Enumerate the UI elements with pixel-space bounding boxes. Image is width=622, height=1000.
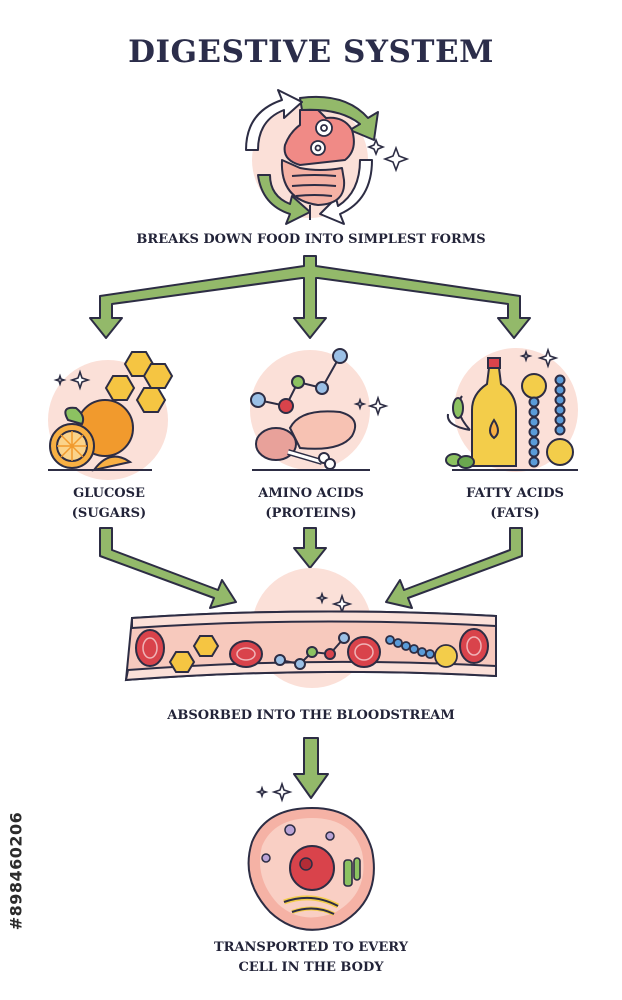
- amino-name: AMINO ACIDS: [258, 486, 364, 501]
- glucose-type: (SUGARS): [71, 506, 147, 521]
- amino-acids-icon: [250, 348, 389, 471]
- fatty-name: FATTY ACIDS: [466, 486, 564, 501]
- stock-id: #898460206: [6, 811, 26, 930]
- sparkle-icon: [353, 395, 389, 417]
- glucose-label: GLUCOSE (SUGARS): [36, 484, 182, 524]
- fatty-type: (FATS): [490, 506, 540, 521]
- orange-fruit-icon: [49, 399, 134, 472]
- breakdown-label: BREAKS DOWN FOOD INTO SIMPLEST FORMS: [136, 232, 486, 247]
- amino-type: (PROTEINS): [265, 506, 357, 521]
- amino-label: AMINO ACIDS (PROTEINS): [236, 484, 386, 524]
- mitochondria-icon: [343, 857, 361, 887]
- transported-line2: CELL IN THE BODY: [238, 960, 384, 975]
- meat-icon: [255, 410, 356, 470]
- sparkle-icon: [519, 347, 559, 369]
- cycle-arrows-white-icon: [245, 89, 373, 225]
- fatty-acids-icon: [445, 347, 578, 472]
- sparkle-icon: [255, 781, 293, 803]
- stomach-icon: [280, 109, 355, 220]
- fatty-chain-icon: [385, 635, 458, 668]
- sparkle-icon: [53, 369, 91, 391]
- down-arrow: [293, 737, 329, 799]
- molecule-icon: [274, 632, 350, 670]
- glucose-name: GLUCOSE: [73, 486, 145, 501]
- stock-id-watermark: #898460206: [6, 758, 26, 983]
- converge-arrows: [99, 527, 523, 609]
- golgi-icon: [283, 895, 340, 916]
- honeycomb-icon: [168, 635, 220, 673]
- gears-icon: [310, 119, 333, 156]
- fatty-chain-icon: [521, 373, 574, 468]
- honeycomb-icon: [104, 351, 174, 413]
- cycle-arrows-icon: [257, 95, 379, 225]
- stomach-cycle-icon: [245, 89, 410, 225]
- fatty-label: FATTY ACIDS (FATS): [440, 484, 590, 524]
- transported-label: TRANSPORTED TO EVERY CELL IN THE BODY: [0, 938, 622, 978]
- body-cell-icon: [247, 781, 375, 931]
- molecule-icon: [250, 348, 348, 414]
- split-arrows: [89, 255, 531, 339]
- olive-icon: [445, 395, 475, 469]
- sparkle-icon: [366, 137, 410, 173]
- blood-vessel-icon: [124, 568, 497, 688]
- transported-line1: TRANSPORTED TO EVERY: [213, 940, 408, 955]
- glucose-icon: [48, 351, 174, 480]
- absorbed-label: ABSORBED INTO THE BLOODSTREAM: [167, 708, 455, 723]
- red-blood-cell-icon: [135, 628, 489, 668]
- page-title: DIGESTIVE SYSTEM: [128, 34, 494, 70]
- oil-bottle-icon: [471, 357, 517, 467]
